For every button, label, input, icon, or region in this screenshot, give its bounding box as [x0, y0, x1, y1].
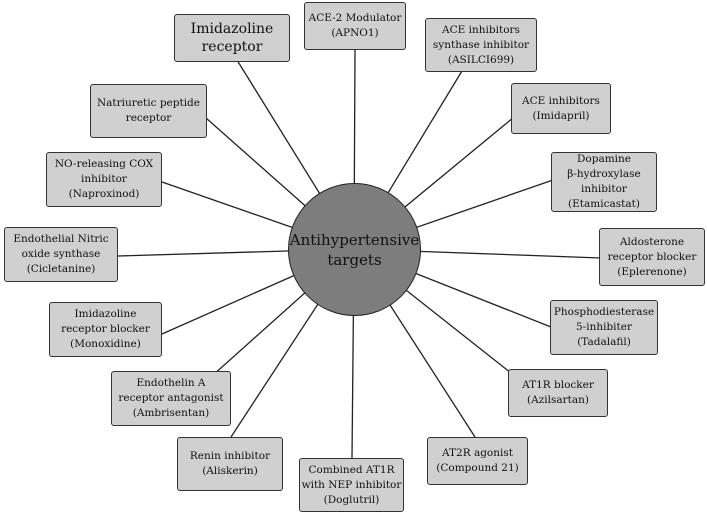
node-aldosterone-blocker: Aldosterone receptor blocker (Eplerenone…: [599, 228, 705, 286]
node-phosphodiesterase: Phosphodiesterase 5-inhibiter (Tadalafil…: [550, 300, 658, 355]
center-node-antihypertensive-targets: Antihypertensive targets: [288, 183, 421, 316]
node-ace-inhibitors: ACE inhibitors (Imidapril): [511, 83, 611, 134]
node-ace-synthase-inhibitor: ACE inhibitors synthase inhibitor (ASILC…: [425, 18, 537, 72]
node-renin-inhibitor: Renin inhibitor (Aliskerin): [177, 437, 283, 491]
node-natriuretic-peptide: Natriuretic peptide receptor: [90, 84, 207, 138]
node-dopamine-hydroxylase: Dopamine β-hydroxylase inhibitor (Etamic…: [551, 152, 657, 212]
node-endothelin-a: Endothelin A receptor antagonist (Ambris…: [111, 371, 231, 426]
node-at1r-blocker: AT1R blocker (Azilsartan): [508, 369, 608, 417]
node-ace2-modulator: ACE-2 Modulator (APNO1): [304, 2, 406, 50]
node-combined-at1r-nep: Combined AT1R with NEP inhibitor (Doglut…: [299, 458, 404, 512]
center-node-label: Antihypertensive targets: [289, 230, 420, 269]
node-imidazoline-blocker: Imidazoline receptor blocker (Monoxidine…: [49, 302, 162, 357]
node-imidazoline-receptor: Imidazoline receptor: [174, 14, 290, 62]
node-at2r-agonist: AT2R agonist (Compound 21): [427, 437, 528, 485]
node-endothelial-nos: Endothelial Nitric oxide synthase (Cicle…: [4, 227, 118, 282]
node-no-releasing-cox: NO-releasing COX inhibitor (Naproxinod): [46, 152, 162, 207]
